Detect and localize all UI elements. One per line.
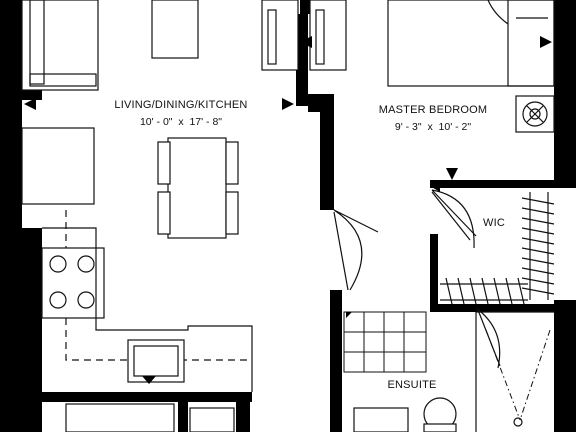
center-partition-lower bbox=[330, 290, 342, 432]
lamp-inner bbox=[529, 108, 541, 120]
bedroom-furniture bbox=[387, 0, 555, 133]
wic-door-leaf bbox=[431, 191, 471, 241]
doors bbox=[333, 189, 501, 369]
room-dims-master: 9' - 3" x 10' - 2" bbox=[395, 121, 472, 133]
room-name-wic: WIC bbox=[483, 217, 505, 229]
center-partition-upper bbox=[296, 14, 308, 94]
ensuite-arrow bbox=[346, 312, 352, 318]
cabinet-left bbox=[261, 0, 299, 71]
dining-chair-3 bbox=[225, 141, 239, 185]
counter-left bbox=[42, 227, 253, 392]
cabinet-right bbox=[309, 0, 347, 71]
burner-3 bbox=[49, 291, 67, 309]
right-exterior-wall-lower bbox=[554, 300, 576, 432]
lamp-outer bbox=[522, 101, 548, 127]
center-partition-jog bbox=[296, 94, 334, 106]
room-name-master: MASTER BEDROOM bbox=[379, 104, 488, 116]
sink-basin bbox=[127, 339, 185, 383]
bedroom-door-swing bbox=[333, 209, 379, 291]
bed bbox=[387, 0, 555, 87]
dining-chair-2 bbox=[157, 191, 171, 235]
ensuite-door-swing bbox=[475, 307, 501, 369]
room-name-ensuite: ENSUITE bbox=[387, 379, 436, 391]
ensuite-top-wall-left bbox=[330, 290, 342, 310]
ensuite bbox=[343, 311, 554, 432]
wic-bottom-wall bbox=[430, 304, 554, 312]
left-exterior-wall bbox=[0, 0, 22, 432]
top-wall-segment bbox=[300, 0, 310, 14]
cabinet-left-door bbox=[267, 9, 277, 65]
lamp-cross-2 bbox=[526, 105, 544, 123]
marker-left-living bbox=[24, 98, 36, 110]
shower-drain bbox=[513, 417, 523, 427]
kitchen-bottom-wall bbox=[42, 392, 252, 402]
bottom-pillar bbox=[178, 400, 188, 432]
bed-sheet-fold bbox=[487, 0, 509, 25]
stove bbox=[41, 247, 105, 319]
room-dims-living: 10' - 0" x 17' - 8" bbox=[140, 116, 222, 128]
living-furniture bbox=[21, 0, 347, 239]
ensuite-floor-tile bbox=[343, 311, 427, 373]
marker-wic-left bbox=[430, 180, 440, 192]
marker-right-living bbox=[282, 98, 294, 110]
burner-1 bbox=[49, 255, 67, 273]
cabinet-right-door bbox=[315, 9, 325, 65]
kitchen bbox=[41, 210, 253, 432]
wic-closet bbox=[440, 192, 555, 305]
wic-top-wall bbox=[430, 180, 554, 188]
sofa-back bbox=[29, 0, 45, 85]
shower-slope-2 bbox=[519, 329, 551, 421]
ensuite-tile-grid bbox=[344, 312, 426, 372]
marker-bed-right bbox=[540, 36, 552, 48]
center-partition-middle bbox=[320, 106, 334, 210]
bed-pillow bbox=[507, 0, 555, 87]
section-markers bbox=[24, 36, 552, 192]
burner-4 bbox=[77, 291, 95, 309]
wic-left-wall bbox=[430, 234, 438, 308]
left-wall-lower-block bbox=[22, 228, 42, 432]
lower-cabinet bbox=[189, 407, 235, 432]
dining-table bbox=[167, 137, 227, 239]
wic-hangers-right bbox=[521, 197, 555, 295]
coffee-table bbox=[151, 0, 199, 59]
marker-cabinet-left bbox=[300, 36, 312, 48]
burner-2 bbox=[77, 255, 95, 273]
right-exterior-wall bbox=[554, 0, 576, 188]
lower-appliance bbox=[65, 403, 175, 432]
wic-door-swing bbox=[431, 189, 477, 249]
sink-arrow bbox=[142, 376, 156, 384]
room-name-living: LIVING/DINING/KITCHEN bbox=[114, 99, 247, 111]
toilet-tank bbox=[423, 423, 457, 432]
dining-chair-4 bbox=[225, 191, 239, 235]
sofa-arm bbox=[29, 73, 97, 87]
bottom-right-pillar bbox=[236, 400, 250, 432]
shower-slope-1 bbox=[485, 329, 521, 421]
marker-wic-top bbox=[446, 168, 458, 180]
room-labels: LIVING/DINING/KITCHEN 10' - 0" x 17' - 8… bbox=[114, 99, 505, 391]
vanity bbox=[353, 407, 409, 432]
wic-hangers-bottom bbox=[445, 277, 525, 305]
armchair bbox=[21, 127, 95, 205]
wic-shelf-right bbox=[529, 192, 549, 300]
shower-enclosure bbox=[475, 311, 554, 432]
dining-chair-1 bbox=[157, 141, 171, 185]
sofa bbox=[21, 0, 99, 91]
bedroom-door-leaf bbox=[333, 211, 349, 291]
